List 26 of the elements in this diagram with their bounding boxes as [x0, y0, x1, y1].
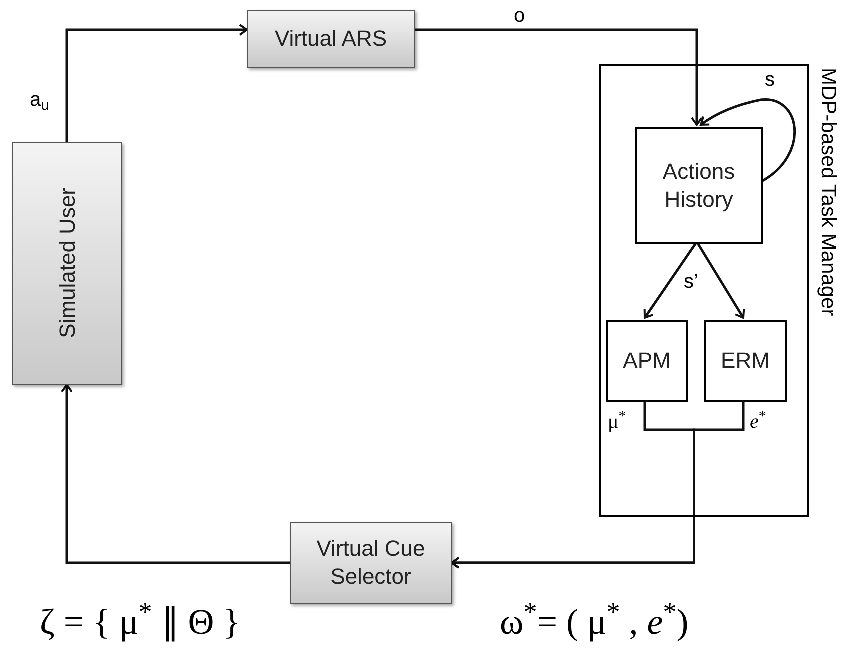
edge-label: a$_{u}$ — [29, 88, 50, 112]
arrow — [451, 400, 745, 569]
formula: ω$^{*}$= ( μ$^{*}$ , e$^{*}$) — [500, 600, 689, 644]
edge-label: o — [513, 4, 526, 28]
edge-label: s’ — [683, 270, 700, 294]
process-box — [12, 142, 122, 385]
arrow — [700, 98, 796, 184]
edge-label: e$^{*}$ — [749, 410, 768, 434]
arrow — [415, 28, 703, 126]
process-box — [290, 522, 452, 604]
process-box — [606, 320, 688, 402]
box-label: Virtual ARS — [274, 25, 388, 53]
box-label: Actions History — [662, 158, 736, 214]
box-label: APM — [622, 347, 672, 375]
group-title: MDP-based Task Manager — [816, 68, 841, 316]
process-box — [704, 320, 787, 402]
edge-label: s — [764, 68, 776, 92]
edge-label: μ$^{*}$ — [607, 410, 628, 434]
box-label: ERM — [720, 347, 771, 375]
formula: ζ = { μ$^{*}$ ∥ Θ } — [40, 600, 241, 644]
box-label: Virtual Cue Selector — [316, 535, 426, 591]
process-box — [247, 10, 415, 68]
process-box — [635, 127, 763, 244]
box-label: Simulated User — [54, 188, 80, 339]
arrow — [61, 384, 290, 564]
arrow — [66, 24, 248, 142]
